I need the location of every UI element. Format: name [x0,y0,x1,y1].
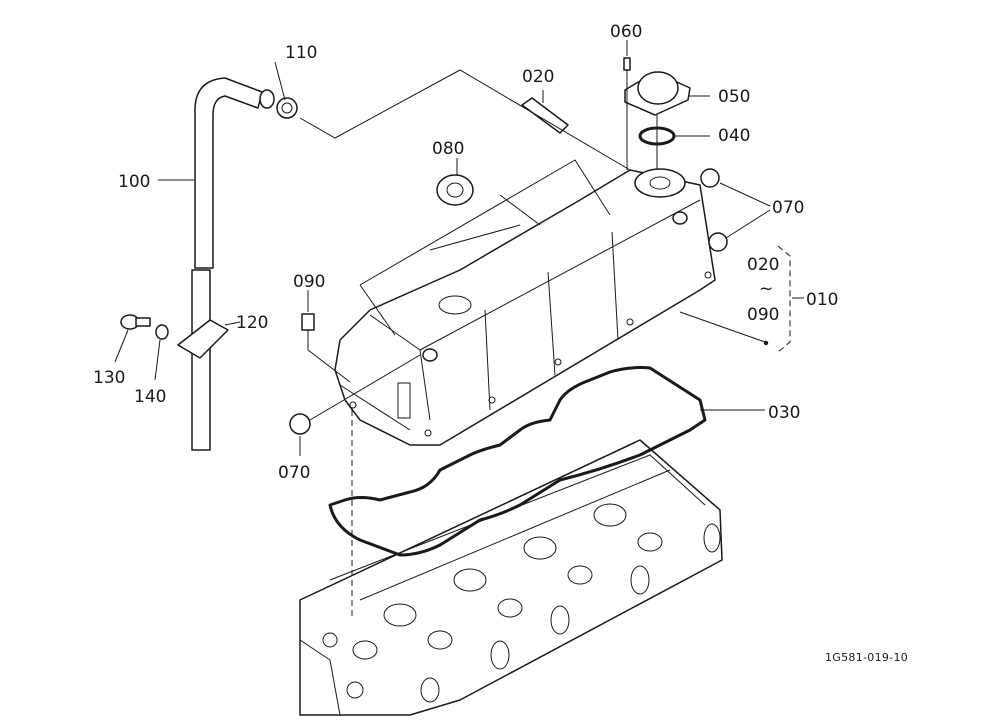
label-030: 030 [768,403,800,423]
label-080: 080 [432,139,464,159]
label-090: 090 [293,272,325,292]
cylinder-head [299,439,723,716]
label-010: 010 [806,290,838,310]
label-range-to: 090 [747,305,779,325]
breather-hose [191,77,275,451]
grommet-070-bottom [289,413,311,435]
label-110: 110 [285,43,317,63]
hose-clamp [276,97,298,119]
pipe-020 [521,97,569,134]
label-range-sep: ~ [759,279,773,299]
label-060: 060 [610,22,642,42]
head-cover-gasket [328,366,707,557]
label-020: 020 [522,67,554,87]
label-100: 100 [118,172,150,192]
label-120: 120 [236,313,268,333]
callout-dot [763,340,769,346]
part-labels: 110 100 120 130 140 020 080 060 050 040 … [93,22,838,483]
label-070-left: 070 [278,463,310,483]
label-050: 050 [718,87,750,107]
seal-080 [436,174,474,206]
leader-lines [114,40,804,456]
pipe-clamp [177,319,229,359]
bolt-090 [301,313,315,350]
label-140: 140 [134,387,166,407]
label-range-from: 020 [747,255,779,275]
breather-cap [624,71,691,116]
label-130: 130 [93,368,125,388]
label-070-right: 070 [772,198,804,218]
cap-screw [623,57,631,170]
head-cover [334,168,716,446]
drawing-reference: 1G581-019-10 [825,651,908,664]
head-ports [322,503,721,703]
washer-140 [155,324,169,340]
label-040: 040 [718,126,750,146]
grommet-070-mid [708,232,728,252]
grommet-070-top [700,168,720,188]
bolt-130 [120,314,151,330]
